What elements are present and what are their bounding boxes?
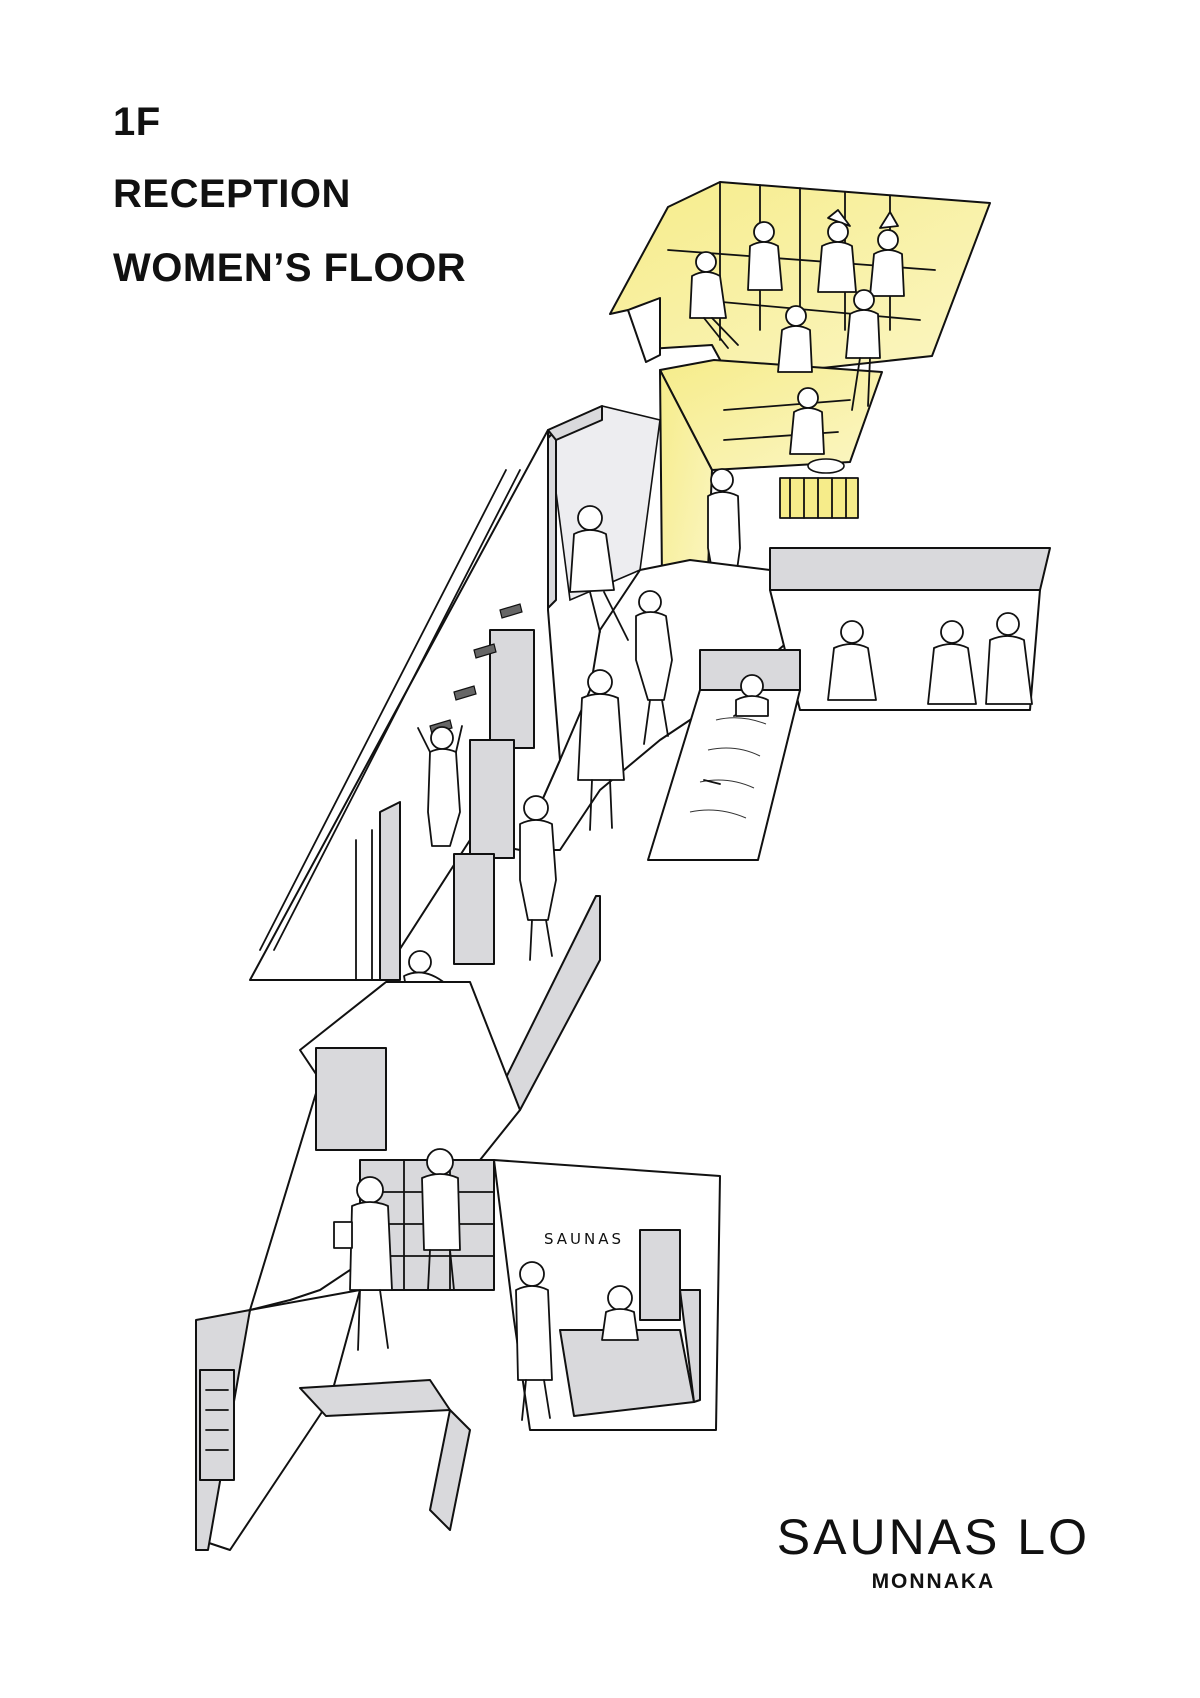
walking-bather-towel: [577, 669, 625, 831]
sauna-occupants: [689, 209, 905, 593]
sauna-person: [789, 387, 825, 455]
sauna-room: [609, 181, 991, 621]
bath-area: [519, 405, 1051, 861]
locker-room: [195, 895, 601, 1551]
brand-name: SAUNAS LO: [776, 1509, 1090, 1565]
sauna-person: [869, 211, 905, 297]
locker-person: [421, 1148, 461, 1291]
control-panel: [199, 1369, 235, 1481]
walking-woman-entrance: [333, 1176, 393, 1351]
floor-label: 1F: [113, 100, 161, 144]
showering-person: [417, 725, 463, 847]
sauna-person: [845, 289, 881, 411]
sauna-person: [689, 251, 739, 349]
sauna-person: [747, 221, 783, 291]
floor-type-label: WOMEN’S FLOOR: [113, 246, 467, 290]
shower-corridor: [249, 405, 603, 981]
sauna-person: [817, 209, 857, 293]
walking-bather: [635, 590, 673, 745]
seated-bather: [569, 505, 629, 641]
bench-bather: [827, 620, 877, 701]
reception-staff: [601, 1285, 639, 1341]
brand-logo: SAUNAS LO MONNAKA: [777, 1512, 1090, 1594]
walking-person: [519, 795, 557, 961]
bench-bather: [927, 620, 977, 705]
sauna-person: [777, 305, 813, 373]
reception-sign: SAUNAS: [544, 1230, 624, 1248]
pool-swimmer: [735, 674, 769, 717]
bath-occupants: [569, 505, 1033, 831]
brand-subtitle: MONNAKA: [871, 1570, 996, 1593]
area-label: RECEPTION: [113, 172, 351, 216]
bench-bather: [985, 612, 1033, 705]
reception-visitor: [515, 1261, 553, 1421]
locker-people: [333, 1148, 461, 1351]
reception: SAUNAS: [299, 1159, 721, 1531]
